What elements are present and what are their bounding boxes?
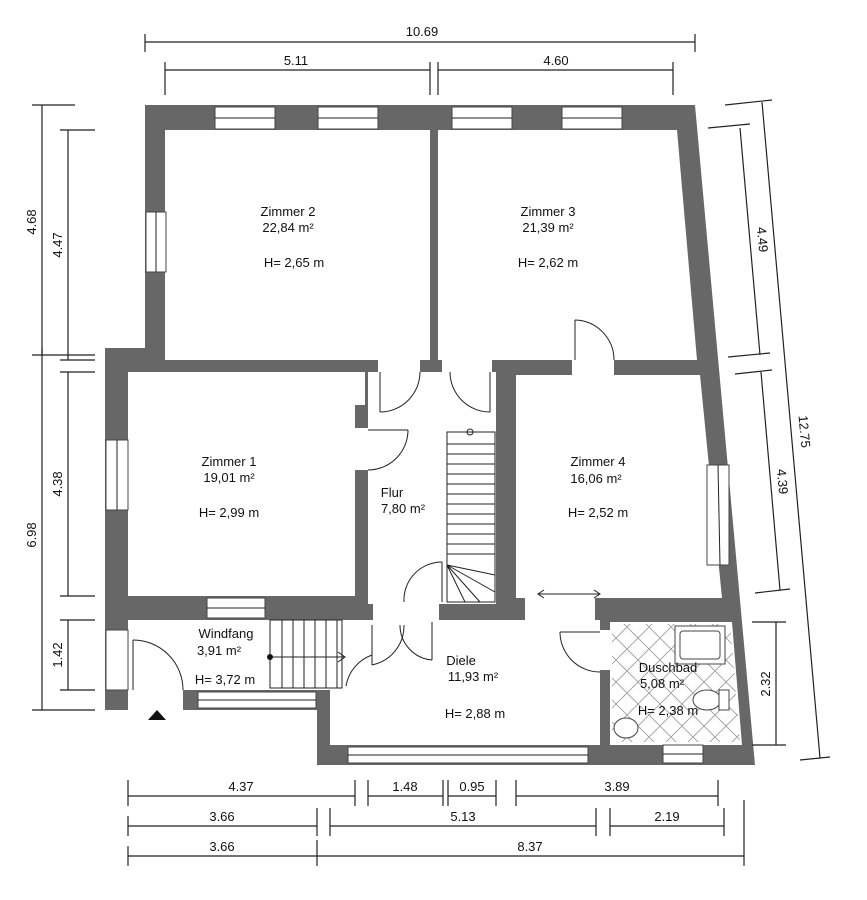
room-zimmer3: Zimmer 3 21,39 m² H= 2,62 m xyxy=(518,204,578,270)
door-flur-stair xyxy=(403,561,443,603)
room-duschbad: Duschbad 5,08 m² H= 2,38 m xyxy=(638,660,698,718)
dim-bottom-r2-c: 2.19 xyxy=(654,809,679,824)
room-name: Zimmer 2 xyxy=(261,204,316,219)
dim-left-outer-upper: 4.68 xyxy=(24,209,39,234)
dim-top-total: 10.69 xyxy=(406,24,439,39)
window-top-4 xyxy=(561,106,623,130)
room-height: H= 2,52 m xyxy=(568,505,628,520)
window-zimmer1-bottom xyxy=(206,597,266,619)
window-duschbad-bottom xyxy=(662,744,704,764)
room-height: H= 2,62 m xyxy=(518,255,578,270)
shower-tray-icon xyxy=(674,625,726,665)
room-name: Zimmer 4 xyxy=(571,454,626,469)
dim-top-left: 5.11 xyxy=(284,53,308,68)
dim-left-inner-upper: 4.47 xyxy=(50,232,65,257)
dimension-lines xyxy=(32,34,831,866)
window-windfang-bottom xyxy=(197,691,317,709)
window-left-zimmer2 xyxy=(145,211,167,273)
room-flur: Flur 7,80 m² xyxy=(381,485,426,516)
window-right-zimmer4 xyxy=(706,464,730,566)
sink-icon xyxy=(613,717,639,739)
room-labels: Zimmer 2 22,84 m² H= 2,65 m Zimmer 3 21,… xyxy=(195,204,698,721)
room-name: Zimmer 3 xyxy=(521,204,576,219)
dim-right-mid: 4.39 xyxy=(774,468,791,495)
room-area: 16,06 m² xyxy=(570,471,622,486)
door-duschbad xyxy=(559,631,601,673)
dim-bottom-r1-d: 3.89 xyxy=(604,779,629,794)
room-height: H= 2,38 m xyxy=(638,703,698,718)
door-zimmer1 xyxy=(367,429,409,471)
door-flur-right xyxy=(449,371,491,413)
room-name: Zimmer 1 xyxy=(202,454,257,469)
door-windfang-stair xyxy=(345,654,373,687)
room-name: Windfang xyxy=(199,626,254,641)
door-flur-left xyxy=(379,371,421,413)
window-left-windfang xyxy=(105,629,129,691)
room-area: 7,80 m² xyxy=(381,501,426,516)
room-zimmer2: Zimmer 2 22,84 m² H= 2,65 m xyxy=(261,204,325,270)
dim-right-upper: 4.49 xyxy=(754,226,771,253)
dim-left-outer-lower: 6.98 xyxy=(24,522,39,547)
dim-right-low: 2.32 xyxy=(758,671,773,696)
room-name: Flur xyxy=(381,485,404,500)
window-top-3 xyxy=(451,106,513,130)
door-entrance xyxy=(132,639,184,691)
bathroom-fixtures xyxy=(612,624,740,742)
dim-bottom-r3-a: 3.66 xyxy=(209,839,234,854)
room-area: 11,93 m² xyxy=(448,669,499,684)
dim-bottom-r1-a: 4.37 xyxy=(228,779,253,794)
windows xyxy=(105,106,730,764)
sliding-door-arrow-icon xyxy=(537,589,601,599)
window-top-1 xyxy=(214,106,276,130)
toilet-icon xyxy=(692,689,730,711)
door-zimmer3 xyxy=(574,319,615,361)
dim-bottom-r2-a: 3.66 xyxy=(209,809,234,824)
door-diele-2 xyxy=(399,622,433,661)
room-height: H= 2,65 m xyxy=(264,255,324,270)
room-height: H= 2,88 m xyxy=(445,706,505,721)
room-area: 5,08 m² xyxy=(640,676,685,691)
room-area: 19,01 m² xyxy=(203,470,255,485)
window-top-2 xyxy=(317,106,379,130)
room-area: 3,91 m² xyxy=(197,643,242,658)
stairs-windfang xyxy=(267,619,346,689)
dim-right-total: 12.75 xyxy=(796,415,814,449)
door-diele-1 xyxy=(371,624,405,666)
room-zimmer4: Zimmer 4 16,06 m² H= 2,52 m xyxy=(568,454,628,520)
room-name: Diele xyxy=(446,653,476,668)
room-area: 21,39 m² xyxy=(522,220,574,235)
room-area: 22,84 m² xyxy=(262,220,314,235)
dimension-labels: 10.69 5.11 4.60 4.68 4.47 6.98 4.38 1.42… xyxy=(24,24,813,854)
dim-bottom-r3-b: 8.37 xyxy=(517,839,542,854)
entrance-arrow-icon xyxy=(148,710,166,720)
room-name: Duschbad xyxy=(639,660,698,675)
dim-bottom-r2-b: 5.13 xyxy=(450,809,475,824)
dim-left-inner-mid: 4.38 xyxy=(50,471,65,496)
doors xyxy=(132,319,615,720)
room-windfang: Windfang 3,91 m² H= 3,72 m xyxy=(195,626,255,687)
dim-bottom-r1-b: 1.48 xyxy=(392,779,417,794)
room-height: H= 3,72 m xyxy=(195,672,255,687)
dim-bottom-r1-c: 0.95 xyxy=(459,779,484,794)
room-zimmer1: Zimmer 1 19,01 m² H= 2,99 m xyxy=(199,454,259,520)
stairs-flur xyxy=(446,428,496,603)
window-left-zimmer1 xyxy=(105,439,129,511)
room-diele: Diele 11,93 m² H= 2,88 m xyxy=(445,653,505,721)
dim-left-inner-low: 1.42 xyxy=(50,642,65,667)
dim-top-right: 4.60 xyxy=(543,53,568,68)
room-height: H= 2,99 m xyxy=(199,505,259,520)
window-diele-bottom xyxy=(347,746,589,764)
